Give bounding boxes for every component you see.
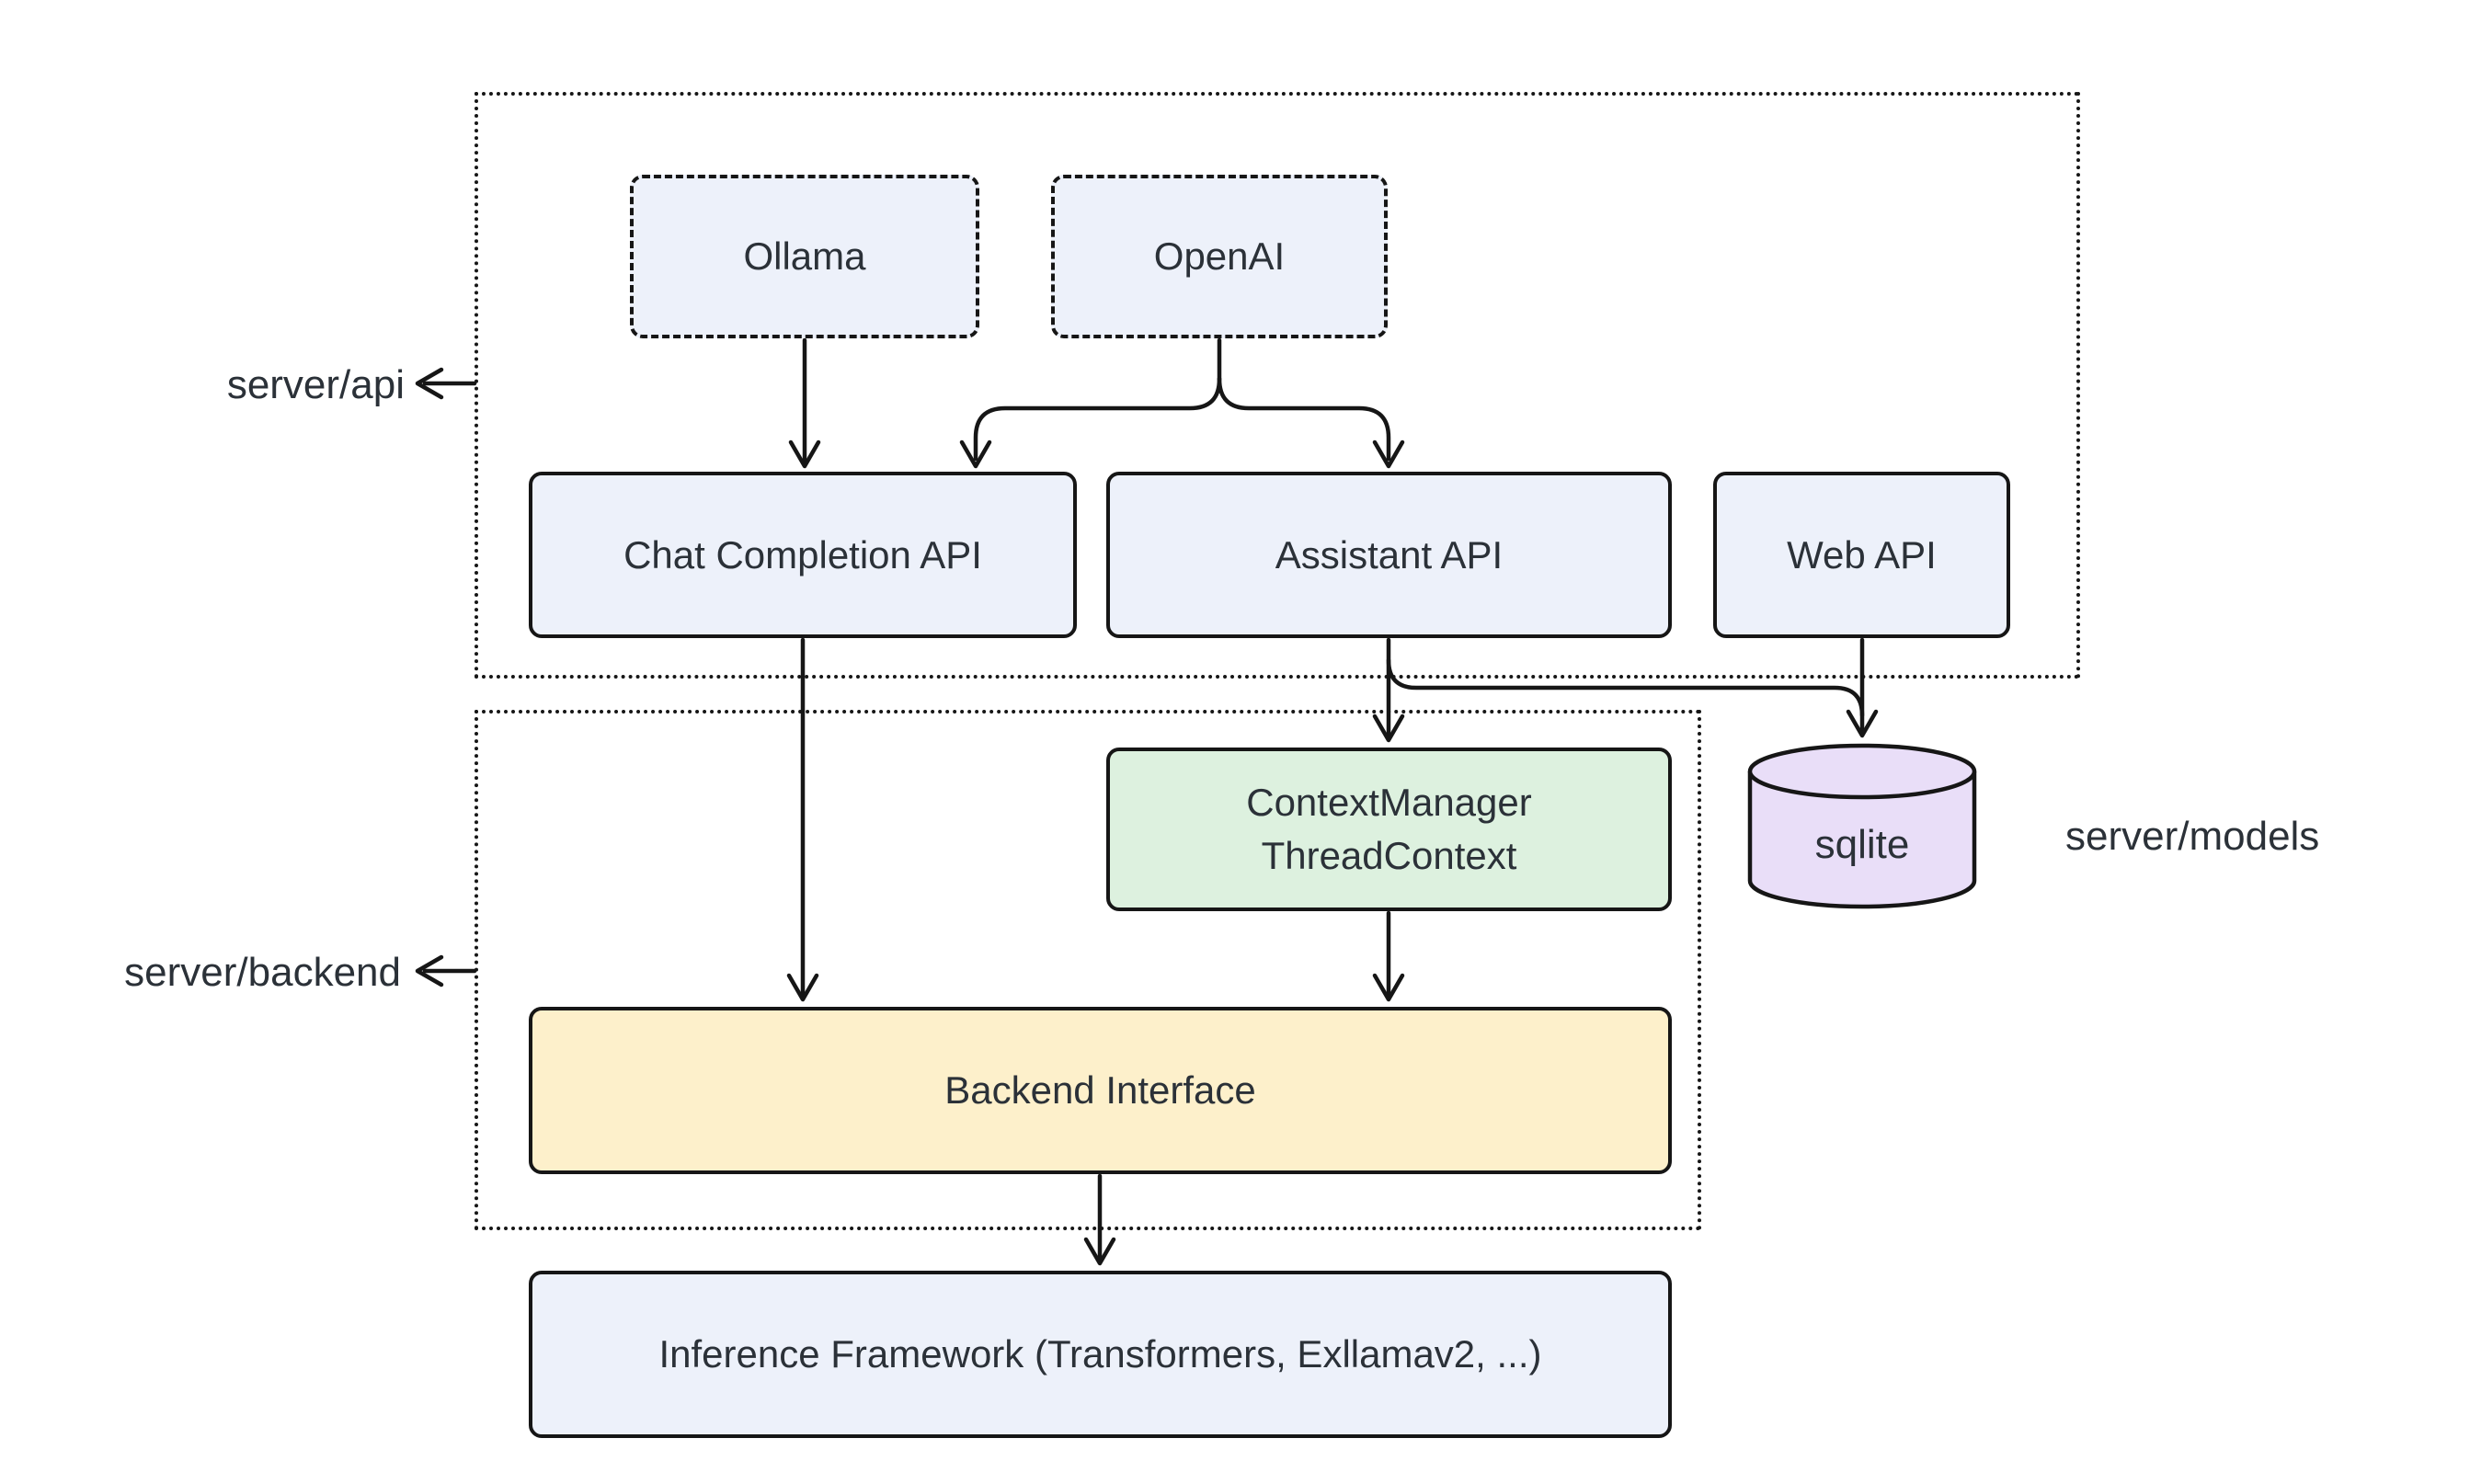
node-inference-framework: Inference Framework (Transformers, Exlla… xyxy=(529,1271,1672,1438)
node-context-manager-line1: ContextManager xyxy=(1246,781,1532,825)
arrowhead-down-icon xyxy=(1372,713,1405,743)
node-openai: OpenAI xyxy=(1051,175,1388,338)
arrowhead-down-icon xyxy=(786,973,819,1002)
edge-openai-to-chat-completion xyxy=(973,376,1222,462)
node-openai-label: OpenAI xyxy=(1153,234,1286,279)
edge-chat-completion-to-backend-interface xyxy=(786,637,819,1002)
edge-web-api-to-sqlite xyxy=(1846,637,1879,738)
node-chat-completion-api-label: Chat Completion API xyxy=(623,532,982,576)
group-server-api xyxy=(475,92,2080,679)
node-web-api: Web API xyxy=(1713,472,2010,638)
arrowhead-down-icon xyxy=(1846,709,1879,738)
node-assistant-api: Assistant API xyxy=(1106,472,1672,638)
label-server-api: server/api xyxy=(226,362,405,407)
edge-openai-fork xyxy=(959,337,1405,469)
label-server-models: server/models xyxy=(2065,814,2320,859)
edge-ollama-to-chat-completion xyxy=(788,337,821,469)
arrowhead-down-icon xyxy=(1372,439,1405,469)
pointer-server-backend-label xyxy=(415,954,477,987)
arrowhead-down-icon xyxy=(1083,1237,1116,1266)
node-sqlite: sqlite xyxy=(1745,741,1979,912)
database-cylinder-icon xyxy=(1747,743,1977,909)
arrowhead-down-icon xyxy=(959,439,992,469)
edge-assistant-to-context-manager xyxy=(1372,637,1405,743)
arrowhead-left-icon xyxy=(415,367,444,400)
node-backend-interface-label: Backend Interface xyxy=(944,1068,1256,1113)
node-web-api-label: Web API xyxy=(1787,532,1937,576)
pointer-server-api-label xyxy=(415,367,477,400)
edge-context-manager-to-backend-interface xyxy=(1372,910,1405,1002)
edge-backend-interface-to-inference xyxy=(1083,1173,1116,1266)
node-backend-interface: Backend Interface xyxy=(529,1007,1672,1174)
label-server-backend: server/backend xyxy=(124,950,401,995)
arrowhead-down-icon xyxy=(1372,973,1405,1002)
arrowhead-left-icon xyxy=(415,954,444,987)
node-ollama: Ollama xyxy=(630,175,979,338)
node-ollama-label: Ollama xyxy=(743,234,866,279)
node-inference-framework-label: Inference Framework (Transformers, Exlla… xyxy=(658,1332,1542,1376)
node-sqlite-label: sqlite xyxy=(1814,822,1910,867)
node-context-manager-line2: ThreadContext xyxy=(1261,834,1517,877)
edge-openai-to-assistant xyxy=(1217,376,1391,462)
arrowhead-down-icon xyxy=(788,439,821,469)
node-assistant-api-label: Assistant API xyxy=(1275,532,1504,576)
edge-assistant-to-sqlite-branch xyxy=(1386,657,1865,718)
node-chat-completion-api: Chat Completion API xyxy=(529,472,1077,638)
node-context-manager: ContextManager ThreadContext xyxy=(1106,748,1672,911)
